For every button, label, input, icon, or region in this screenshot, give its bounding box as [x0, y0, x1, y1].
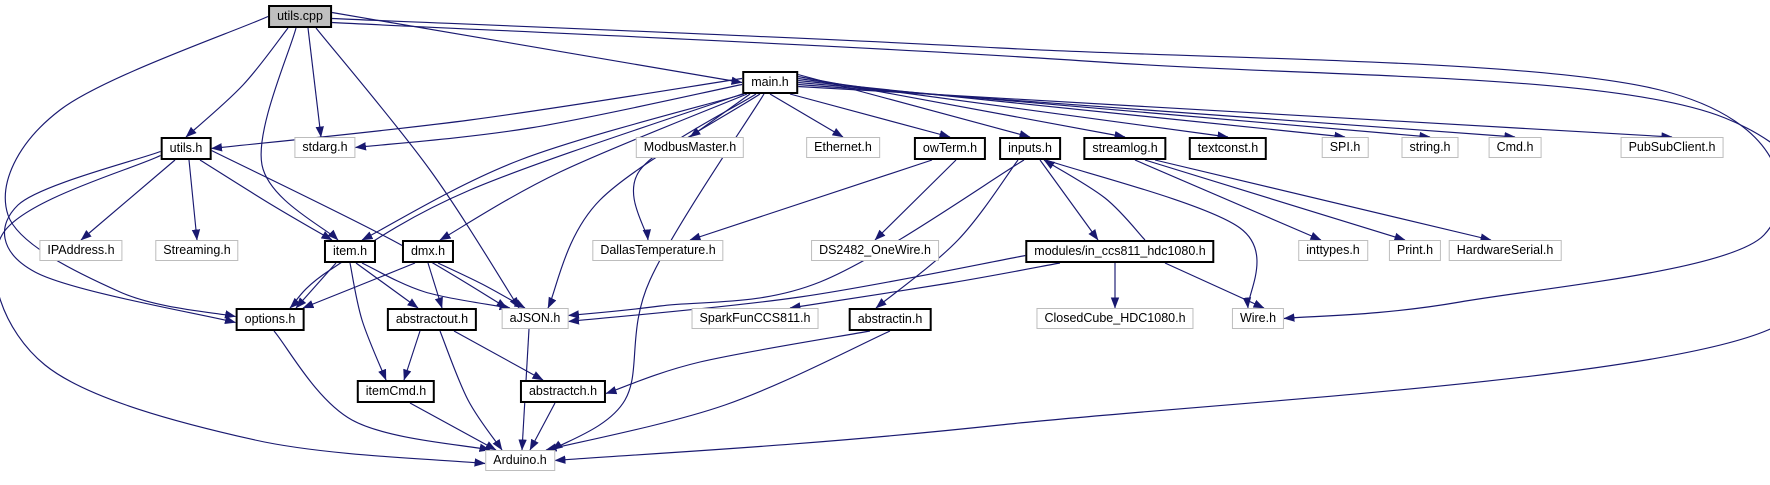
node-item-h[interactable]: item.h: [323, 240, 377, 263]
node-inputs-h[interactable]: inputs.h: [999, 137, 1061, 160]
node-stdarg-h: stdarg.h: [294, 137, 356, 158]
node-inttypes-h: inttypes.h: [1298, 240, 1368, 261]
node-arduino-h: Arduino.h: [485, 450, 555, 471]
node-dmx-h[interactable]: dmx.h: [401, 240, 455, 263]
node-abstractch-h[interactable]: abstractch.h: [519, 380, 607, 403]
node-ipaddress-h: IPAddress.h: [39, 240, 123, 261]
node-textconst-h[interactable]: textconst.h: [1188, 137, 1268, 160]
node-spi-h: SPI.h: [1321, 137, 1369, 158]
node-wire-h: Wire.h: [1231, 308, 1285, 329]
node-hardwareserial-h: HardwareSerial.h: [1448, 240, 1562, 261]
node-itemcmd-h[interactable]: itemCmd.h: [356, 380, 436, 403]
node-string-h: string.h: [1401, 137, 1459, 158]
node-abstractin-h[interactable]: abstractin.h: [848, 308, 932, 331]
node-streamlog-h[interactable]: streamlog.h: [1083, 137, 1167, 160]
node-utils-h[interactable]: utils.h: [160, 137, 212, 160]
node-closedcube-hdc1080-h: ClosedCube_HDC1080.h: [1036, 308, 1194, 329]
node-main-h[interactable]: main.h: [742, 71, 798, 94]
node-sparkfunccs811-h: SparkFunCCS811.h: [691, 308, 819, 329]
node-ethernet-h: Ethernet.h: [806, 137, 880, 158]
node-owterm-h[interactable]: owTerm.h: [913, 137, 987, 160]
node-ds2482-onewire-h: DS2482_OneWire.h: [811, 240, 939, 261]
node-print-h: Print.h: [1388, 240, 1442, 261]
node-pubsubclient-h: PubSubClient.h: [1620, 137, 1724, 158]
node-streaming-h: Streaming.h: [155, 240, 239, 261]
node-utils-cpp: utils.cpp: [268, 5, 332, 28]
node-dallastemperature-h: DallasTemperature.h: [592, 240, 724, 261]
node-abstractout-h[interactable]: abstractout.h: [386, 308, 478, 331]
node-modules-in-ccs811-hdc1080-h[interactable]: modules/in_ccs811_hdc1080.h: [1025, 240, 1215, 263]
node-cmd-h: Cmd.h: [1488, 137, 1542, 158]
node-options-h[interactable]: options.h: [235, 308, 305, 331]
node-modbusmaster-h: ModbusMaster.h: [635, 137, 745, 158]
node-ajson-h: aJSON.h: [501, 308, 569, 329]
